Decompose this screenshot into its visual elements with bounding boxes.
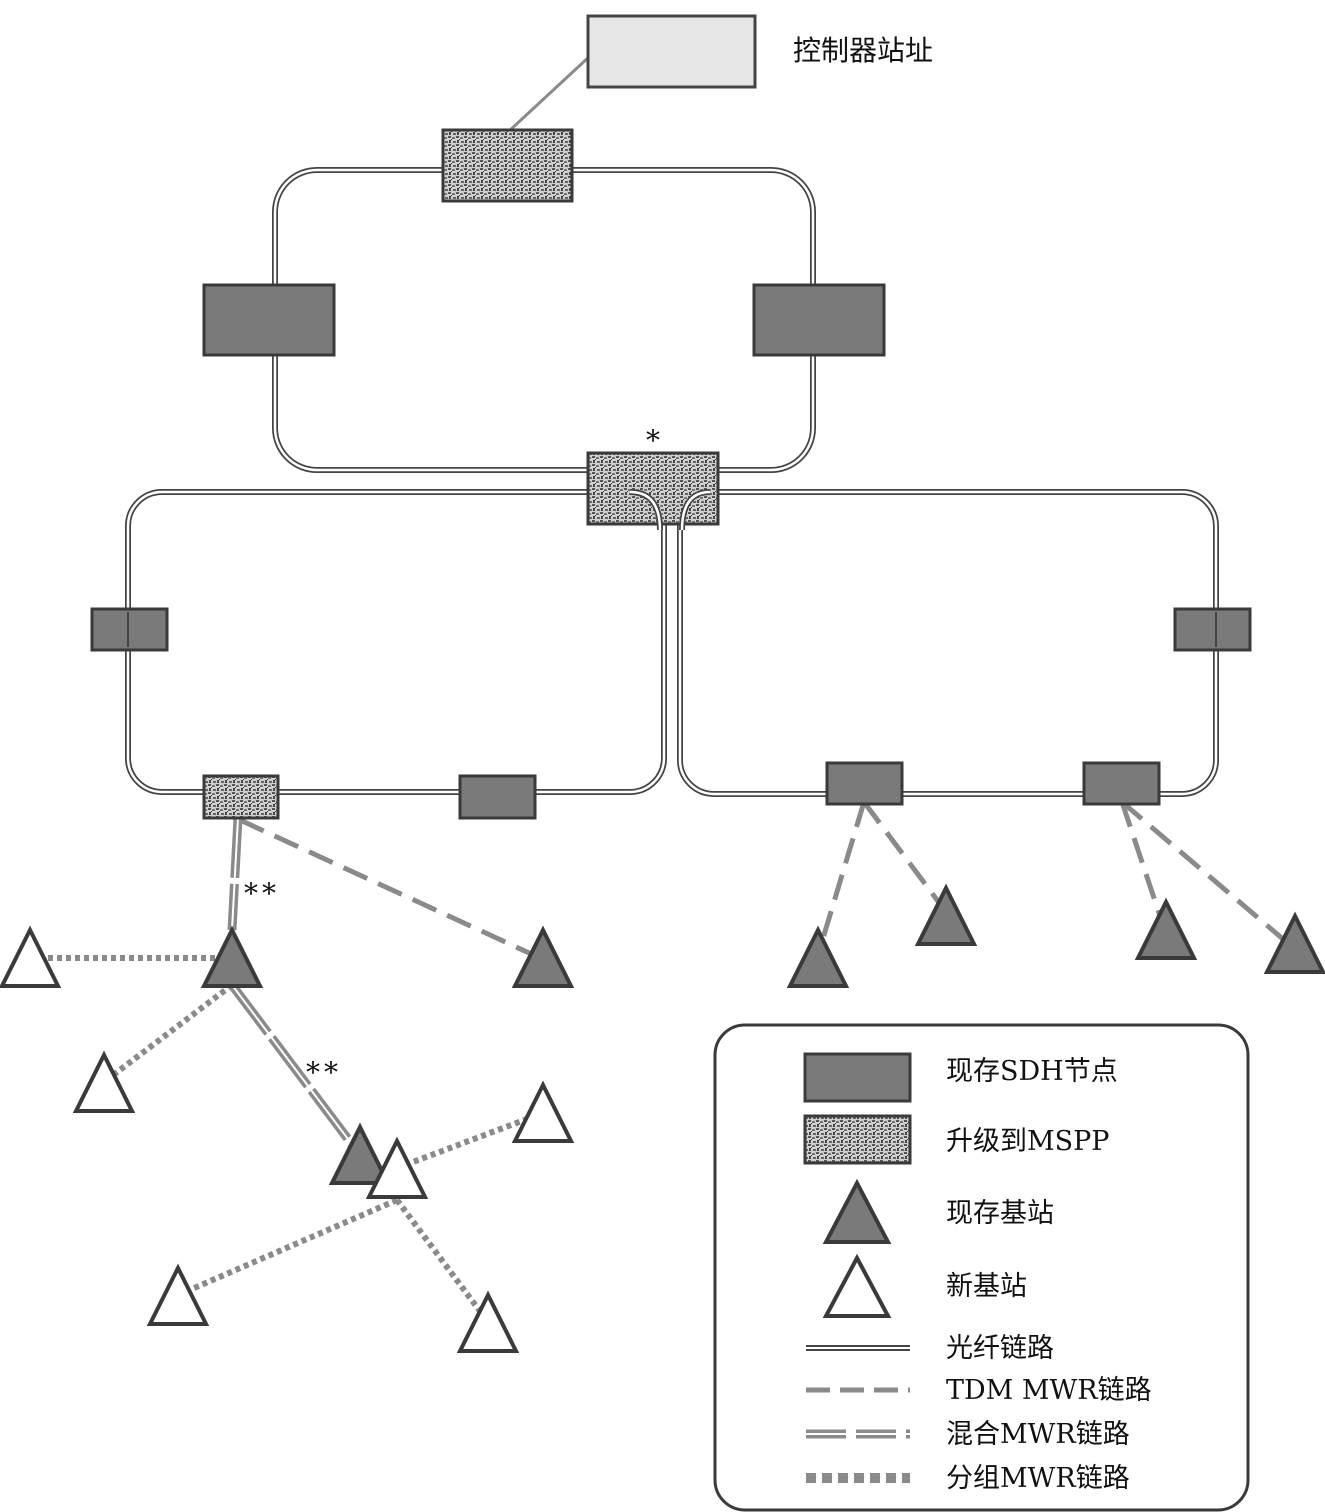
legend-label-mspp-node: 升级到MSPP: [946, 1126, 1109, 1157]
sdh-node: [202, 283, 336, 357]
left-fiber-ring: [125, 489, 667, 795]
controller-link: [506, 54, 592, 134]
new-base-station: [146, 1263, 210, 1326]
new-base-station: [72, 1050, 136, 1113]
legend: 现存SDH节点 升级到MSPP 现存基站 新基站 光纤链路 TDM MWR链路 …: [713, 1023, 1250, 1512]
sdh-node: [752, 283, 886, 357]
legend-label-tdm-mwr-link: TDM MWR链路: [946, 1375, 1152, 1406]
existing-base-station: [786, 925, 850, 988]
existing-base-station: [1263, 911, 1325, 974]
ring-pass-through: [127, 612, 1217, 647]
controller-site-label: 控制器站址: [793, 34, 933, 67]
hybrid-mwr-link: [227, 817, 364, 1158]
mspp-nodes: [202, 128, 720, 820]
existing-base-station: [328, 1122, 392, 1185]
hybrid-marker-upper: **: [244, 877, 280, 910]
legend-mspp-node-symbol: [803, 1114, 912, 1165]
existing-base-station: [511, 925, 575, 988]
new-base-station: [0, 925, 62, 988]
mspp-node-left-ring: [202, 774, 280, 820]
sdh-nodes: [90, 283, 1252, 820]
sdh-node: [825, 761, 904, 806]
new-base-station: [511, 1080, 575, 1143]
legend-label-packet-mwr-link: 分组MWR链路: [946, 1463, 1130, 1494]
existing-base-station: [914, 883, 978, 946]
legend-label-sdh-node: 现存SDH节点: [946, 1056, 1118, 1087]
packet-mwr-link: [30, 955, 545, 1324]
upgrade-marker: *: [646, 424, 660, 457]
mspp-node-hub: [586, 451, 720, 526]
tdm-mwr-link: [238, 800, 1292, 961]
sdh-node: [1173, 607, 1252, 652]
mwr-links: [30, 800, 1292, 1324]
legend-label-fiber-link: 光纤链路: [946, 1333, 1054, 1364]
hub-fiber-overlay: [629, 489, 711, 531]
legend-label-hybrid-mwr-link: 混合MWR链路: [946, 1419, 1130, 1450]
existing-base-station: [1134, 897, 1198, 960]
controller-site: [586, 14, 757, 89]
sdh-node: [90, 607, 169, 652]
new-base-station: [365, 1136, 429, 1199]
right-fiber-ring: [677, 489, 1219, 797]
legend-sdh-node-symbol: [803, 1052, 912, 1103]
new-base-station: [456, 1290, 520, 1353]
top-fiber-ring: [272, 167, 816, 473]
legend-label-new-base-station: 新基站: [946, 1271, 1027, 1302]
sdh-node: [1082, 761, 1161, 806]
legend-new-base-station-symbol: [822, 1253, 892, 1318]
legend-label-existing-base-station: 现存基站: [946, 1198, 1054, 1229]
legend-existing-base-station-symbol: [822, 1178, 892, 1244]
hybrid-marker-lower: **: [306, 1056, 342, 1089]
sdh-node: [458, 774, 537, 820]
mspp-node-top: [441, 128, 574, 203]
new-base-stations: [0, 925, 575, 1353]
existing-base-station: [200, 925, 264, 988]
existing-base-stations: [200, 883, 1325, 1185]
